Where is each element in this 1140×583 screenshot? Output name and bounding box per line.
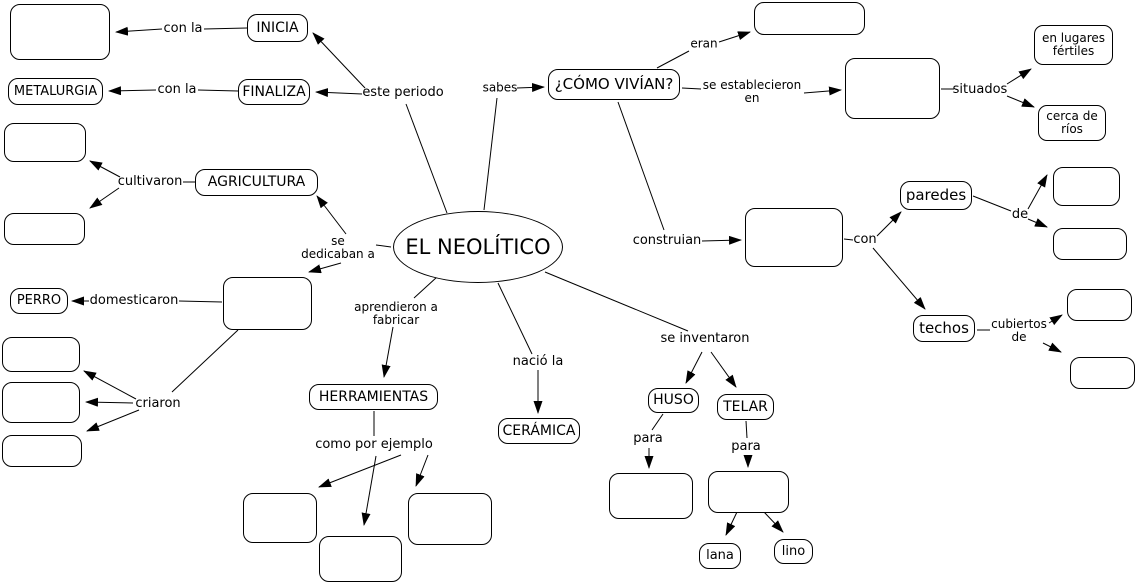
link-label-para-huso: para: [633, 430, 663, 446]
node-herramientas[interactable]: HERRAMIENTAS: [309, 384, 438, 410]
link-label-este-periodo: este periodo: [362, 84, 444, 100]
empty-node-criaron-target-1[interactable]: [2, 337, 80, 372]
empty-node-eran-target[interactable]: [754, 2, 865, 35]
link-label-se-establecieron-en: se establecieron en: [702, 77, 802, 105]
node-inicia[interactable]: INICIA: [247, 14, 308, 42]
node-paredes[interactable]: paredes: [900, 181, 972, 210]
empty-node-techos-cubiertos-target-2[interactable]: [1070, 357, 1135, 389]
link-label-como-por-ejemplo: como por ejemplo: [315, 436, 433, 452]
link-label-con: con: [853, 231, 877, 247]
node-lana[interactable]: lana: [699, 543, 741, 569]
empty-node-ejemplo-target-1[interactable]: [243, 493, 317, 543]
empty-node-inicia-conla-target[interactable]: [10, 4, 110, 60]
empty-node-cultivaron-target-2[interactable]: [4, 213, 85, 245]
link-label-aprendieron-a-fabricar: aprendieron a fabricar: [354, 299, 438, 327]
link-label-con-la-2: con la: [157, 81, 197, 97]
node-agricultura[interactable]: AGRICULTURA: [195, 169, 318, 196]
empty-node-criaron-target-2[interactable]: [2, 382, 80, 423]
node-lino[interactable]: lino: [774, 539, 813, 564]
node-perro[interactable]: PERRO: [10, 288, 68, 314]
link-label-construian: construian: [632, 232, 702, 248]
node-telar[interactable]: TELAR: [717, 394, 774, 420]
empty-node-se-establecieron-target[interactable]: [845, 58, 940, 119]
node-huso[interactable]: HUSO: [648, 388, 699, 413]
link-label-criaron: criaron: [135, 395, 181, 411]
link-label-se-dedicaban-a: se dedicaban a: [301, 233, 375, 261]
empty-node-ejemplo-target-2[interactable]: [319, 536, 402, 582]
node-finaliza[interactable]: FINALIZA: [238, 79, 310, 105]
empty-node-cultivaron-target-1[interactable]: [4, 123, 86, 162]
link-label-cultivaron: cultivaron: [117, 173, 183, 189]
link-label-de: de: [1011, 206, 1029, 222]
link-label-nacio-la: nació la: [512, 353, 564, 369]
empty-node-techos-cubiertos-target-1[interactable]: [1067, 289, 1132, 321]
empty-node-se-dedicaban-target[interactable]: [223, 277, 312, 330]
empty-node-huso-para-target[interactable]: [609, 473, 693, 519]
link-label-con-la-1: con la: [163, 20, 203, 36]
empty-node-paredes-de-target-1[interactable]: [1053, 167, 1120, 206]
node-como-vivian[interactable]: ¿CÓMO VIVÍAN?: [548, 69, 680, 100]
node-techos[interactable]: techos: [913, 315, 975, 342]
link-label-eran: eran: [690, 36, 718, 51]
node-metalurgia[interactable]: METALURGIA: [8, 78, 103, 105]
node-ceramica[interactable]: CERÁMICA: [498, 418, 580, 444]
empty-node-criaron-target-3[interactable]: [2, 435, 82, 467]
link-label-cubiertos-de: cubiertos de: [991, 316, 1047, 344]
empty-node-telar-para-target[interactable]: [708, 471, 789, 513]
empty-node-construian-target[interactable]: [745, 208, 843, 267]
central-topic-ellipse[interactable]: EL NEOLÍTICO: [393, 211, 563, 283]
node-cerca-de-rios[interactable]: cerca de ríos: [1038, 105, 1106, 141]
link-label-sabes: sabes: [482, 80, 518, 95]
link-label-se-inventaron: se inventaron: [660, 330, 750, 346]
empty-node-ejemplo-target-3[interactable]: [408, 493, 492, 545]
link-label-para-telar: para: [731, 438, 761, 454]
link-label-domesticaron: domesticaron: [89, 292, 179, 308]
empty-node-paredes-de-target-2[interactable]: [1053, 228, 1127, 260]
node-en-lugares-fertiles[interactable]: en lugares fértiles: [1034, 25, 1113, 65]
link-label-situados: situados: [952, 81, 1008, 97]
